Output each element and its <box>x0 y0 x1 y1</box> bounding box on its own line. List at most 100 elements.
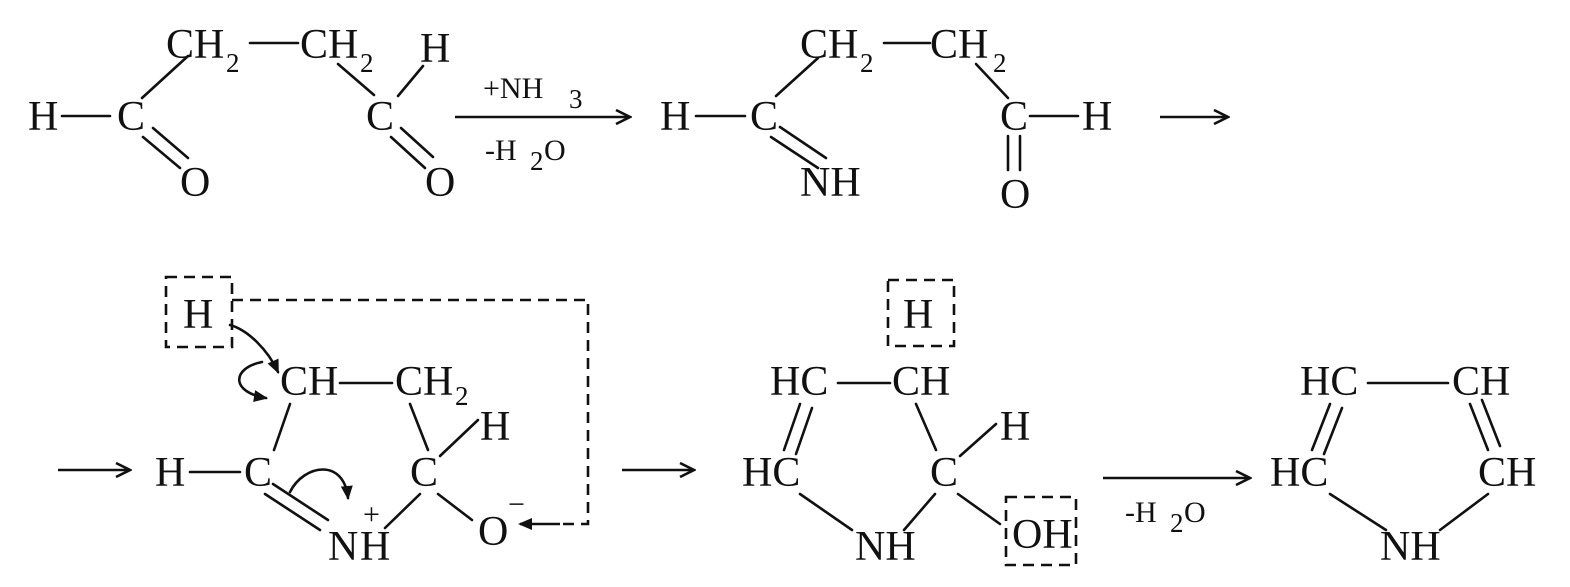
bond <box>958 422 998 458</box>
atom-h: H <box>183 292 213 338</box>
curved-arrow <box>288 468 353 500</box>
atom-ch: CH <box>1478 450 1536 496</box>
double-bond-line <box>782 402 802 452</box>
atom-o: O <box>180 160 210 206</box>
imine-aldehyde: H C NH CH 2 CH 2 C H O <box>660 22 1112 218</box>
atom-nh: NH <box>1380 524 1441 570</box>
double-bond-line <box>271 482 330 522</box>
bond <box>914 402 938 452</box>
bond <box>436 492 474 522</box>
cyclic-intermediate: H CH CH 2 H C N H + C H O − <box>155 275 590 570</box>
curved-arrow <box>228 323 280 374</box>
atom-nh: NH <box>855 524 916 570</box>
bond <box>956 492 1002 526</box>
condition-minus-h2o: O <box>1184 496 1206 529</box>
double-bond-line <box>263 492 322 532</box>
atom-ch: CH <box>930 22 988 68</box>
double-bond-line <box>769 135 820 170</box>
atom-o: O <box>425 160 455 206</box>
double-bond-line <box>794 406 814 456</box>
bond <box>396 64 425 98</box>
atom-c: C <box>366 94 394 140</box>
atom-ch: CH <box>1452 359 1510 405</box>
curved-arrow <box>237 360 268 402</box>
atom-hc: HC <box>742 450 800 496</box>
bond <box>798 492 854 532</box>
double-bond-line <box>1310 402 1332 452</box>
atom-h: H <box>420 26 450 72</box>
atom-h: H <box>1082 94 1112 140</box>
bond <box>1328 492 1388 532</box>
atom-o: O <box>1000 172 1030 218</box>
subscript: 2 <box>455 381 469 411</box>
atom-ch: CH <box>300 22 358 68</box>
hydroxy-dihydropyrrole: H HC CH HC C H NH OH <box>742 278 1078 570</box>
atom-ch: CH <box>892 359 950 405</box>
atom-nh: NH <box>800 160 861 206</box>
bond <box>336 62 376 97</box>
atom-h: H <box>155 450 185 496</box>
atom-hc: HC <box>1300 359 1358 405</box>
atom-o: O <box>478 509 508 555</box>
condition-minus-h2o: O <box>544 134 566 167</box>
atom-h: H <box>1000 404 1030 450</box>
bond <box>974 62 1010 100</box>
condition-plus-nh3: +NH <box>483 72 543 105</box>
atom-h: H <box>660 94 690 140</box>
bond <box>408 402 430 452</box>
atom-c: C <box>244 450 272 496</box>
atom-ch: CH <box>166 22 224 68</box>
atom-c: C <box>930 450 958 496</box>
double-bond-line <box>1468 402 1490 452</box>
pyrrole: HC CH HC CH NH <box>1270 359 1536 570</box>
highlight-box-oh <box>1004 495 1078 567</box>
atom-h: H <box>28 94 58 140</box>
bond <box>140 54 190 100</box>
succinaldehyde: H C O CH 2 CH 2 C H O <box>28 22 455 206</box>
double-bond-line <box>1322 406 1344 456</box>
double-bond-line <box>389 135 427 170</box>
atom-n: N <box>328 524 358 570</box>
bond <box>902 492 937 532</box>
positive-charge: + <box>363 498 380 531</box>
subscript: 2 <box>860 48 874 78</box>
double-bond-line <box>778 125 828 160</box>
bond <box>1438 492 1490 532</box>
atom-ch: CH <box>395 359 453 405</box>
subscript: 2 <box>1170 508 1184 538</box>
reaction-arrow-5: -H 2 O <box>1103 478 1250 538</box>
double-bond-line <box>141 135 182 170</box>
bond <box>383 492 422 530</box>
condition-minus-h2o: -H <box>485 134 517 167</box>
bond <box>272 402 292 452</box>
atom-oh: OH <box>1012 512 1073 558</box>
double-bond-line <box>1480 398 1502 448</box>
atom-h: H <box>480 404 510 450</box>
subscript: 3 <box>569 84 583 114</box>
atom-hc: HC <box>770 359 828 405</box>
double-bond-line <box>399 126 435 159</box>
atom-h: H <box>903 292 933 338</box>
atom-c: C <box>750 94 778 140</box>
negative-charge: − <box>508 488 525 521</box>
subscript: 2 <box>993 48 1007 78</box>
condition-minus-h2o: -H <box>1125 496 1157 529</box>
atom-c: C <box>410 450 438 496</box>
subscript: 2 <box>226 48 240 78</box>
atom-c: C <box>117 94 145 140</box>
atom-hc: HC <box>1270 450 1328 496</box>
double-bond-line <box>151 126 190 160</box>
subscript: 2 <box>360 48 374 78</box>
subscript: 2 <box>530 146 544 176</box>
atom-ch: CH <box>800 22 858 68</box>
bond <box>438 418 480 458</box>
bond <box>774 56 820 98</box>
highlight-box-h <box>164 275 234 349</box>
transfer-path <box>232 298 590 526</box>
highlight-box-h <box>886 278 956 348</box>
atom-ch: CH <box>280 359 338 405</box>
reaction-arrow-1: +NH 3 -H 2 O <box>455 72 630 176</box>
atom-h: H <box>360 524 390 570</box>
atom-c: C <box>1000 94 1028 140</box>
